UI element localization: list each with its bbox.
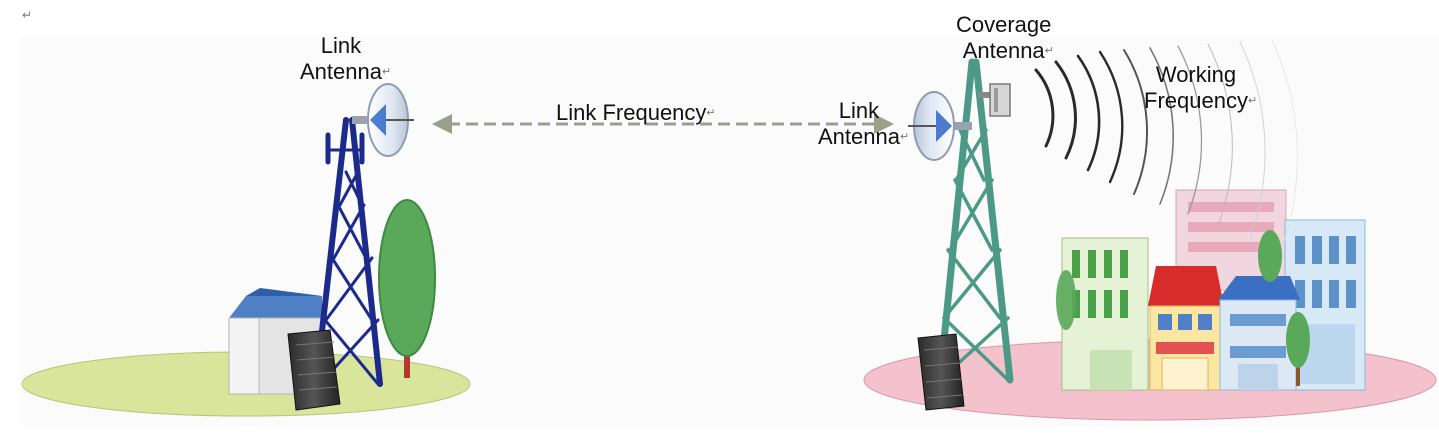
coverage-antenna-label-text: Antenna: [962, 38, 1045, 63]
left-tower: [313, 117, 383, 387]
right-link-antenna-label: Link Antenna↵: [818, 98, 909, 150]
working-frequency-label-text: Frequency: [1144, 88, 1248, 113]
coverage-antenna-label: Coverage Antenna↵: [956, 12, 1054, 64]
right-link-antenna-label-text: Antenna: [818, 124, 900, 149]
left-link-antenna-label-text: Antenna: [300, 59, 382, 84]
working-frequency-label-line1: Working: [1155, 62, 1237, 87]
working-frequency-label: Working Frequency↵: [1144, 62, 1257, 114]
left-link-antenna-label: Link Antenna↵: [300, 33, 391, 85]
repeater-unit-icon: [917, 333, 965, 411]
dish-antenna-icon: [908, 91, 972, 161]
left-link-antenna-label-line2: Antenna↵: [300, 59, 391, 85]
working-frequency-waves: [1034, 39, 1298, 249]
right-tower: [936, 58, 1014, 384]
tree-icon: [378, 199, 436, 378]
repeater-unit-icon: [287, 329, 341, 411]
link-frequency-text: Link Frequency: [556, 100, 707, 125]
paragraph-mark: ↵: [1044, 45, 1054, 57]
dish-antenna-icon: [352, 83, 414, 157]
left-link-antenna-label-line1: Link: [320, 33, 362, 58]
right-link-antenna-label-line2: Antenna↵: [818, 124, 909, 150]
coverage-antenna-label-line2: Antenna↵: [956, 38, 1054, 64]
working-frequency-label-line2: Frequency↵: [1144, 88, 1257, 114]
paragraph-mark: ↵: [706, 107, 716, 119]
paragraph-mark-top: ↵: [22, 8, 33, 22]
buildings-icon: [1056, 189, 1366, 391]
link-frequency-label: Link Frequency↵: [556, 100, 716, 126]
coverage-antenna-label-line1: Coverage: [956, 12, 1052, 37]
paragraph-mark: ↵: [899, 131, 910, 143]
paragraph-mark: ↵: [1247, 95, 1258, 107]
link-frequency-arrow: [432, 114, 894, 134]
panel-antenna-icon: [978, 83, 1011, 117]
right-link-antenna-label-line1: Link: [838, 98, 880, 123]
paragraph-mark: ↵: [381, 66, 392, 78]
